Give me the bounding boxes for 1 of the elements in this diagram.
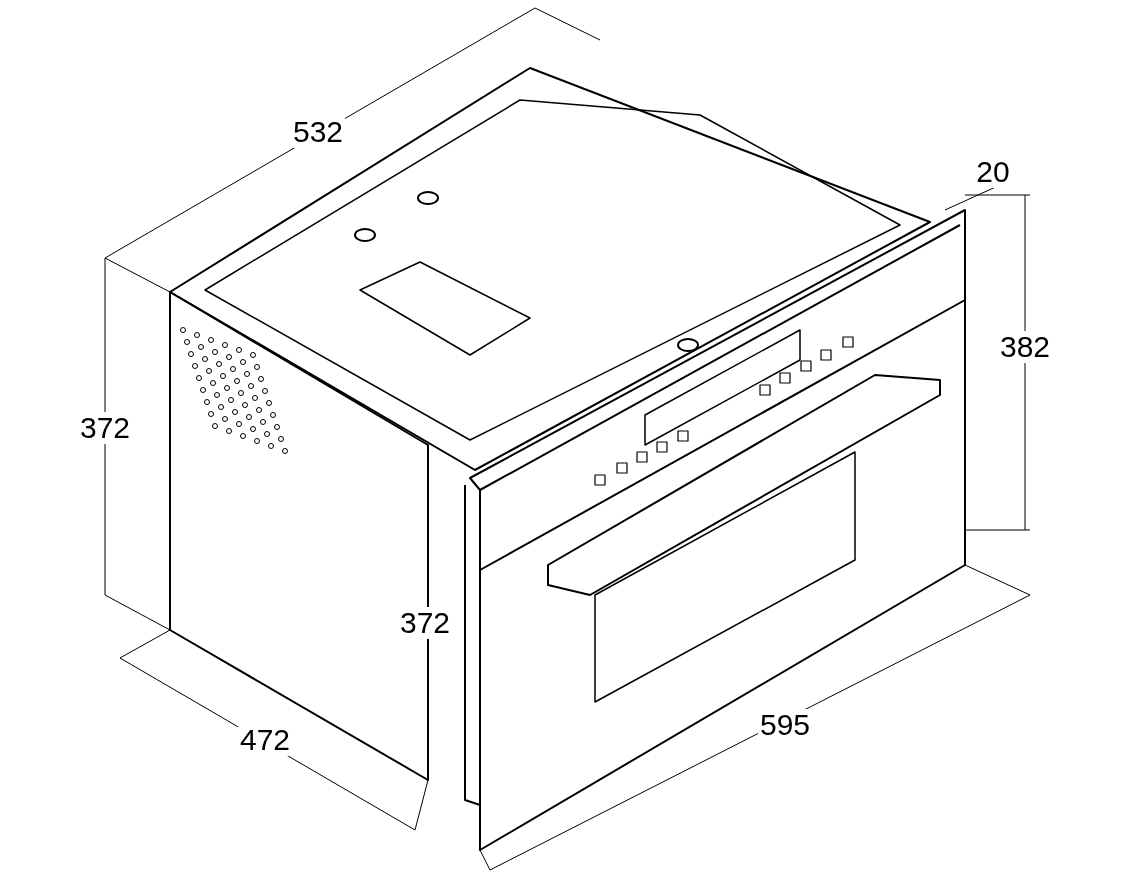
dimension-label: 532 — [290, 116, 346, 148]
